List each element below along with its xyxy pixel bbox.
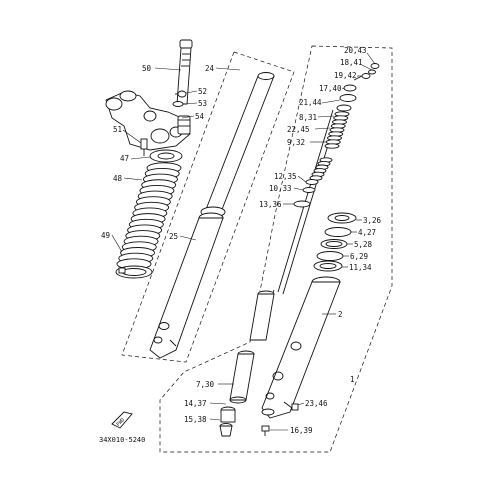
- label-21-44: 21,44: [299, 98, 322, 107]
- drain-bolt: [261, 425, 270, 436]
- rod-collars: [293, 179, 319, 208]
- part-labels: 50 24 52 53 54 51 47 48 49 25 20,43 18,4…: [101, 46, 382, 435]
- label-15-38: 15,38: [184, 415, 207, 424]
- fwd-badge-text: FWD: [115, 417, 126, 428]
- label-19-42: 19,42: [334, 71, 357, 80]
- label-9-32: 9,32: [287, 138, 305, 147]
- label-51: 51: [113, 125, 122, 134]
- label-48: 48: [113, 174, 123, 183]
- label-47: 47: [120, 154, 129, 163]
- label-4-27: 4,27: [358, 228, 376, 237]
- leader-lines: [111, 52, 376, 431]
- label-50: 50: [142, 64, 152, 73]
- label-17-40: 17,40: [319, 84, 342, 93]
- left-outer-tube: [149, 206, 226, 359]
- label-49: 49: [101, 231, 110, 240]
- outline-right-fork-assembly: [159, 45, 393, 453]
- bolt-51: [140, 138, 148, 156]
- label-20-43: 20,43: [344, 46, 367, 55]
- label-16-39: 16,39: [290, 426, 313, 435]
- label-12-35: 12,35: [274, 172, 297, 181]
- label-24: 24: [205, 64, 215, 73]
- label-5-28: 5,28: [354, 240, 373, 249]
- label-11-34: 11,34: [349, 263, 372, 272]
- label-8-31: 8,31: [299, 113, 317, 122]
- fork-boot: [149, 149, 183, 163]
- label-25: 25: [169, 232, 178, 241]
- handlebar-bracket: [105, 90, 191, 151]
- label-22-45: 22,45: [287, 125, 310, 134]
- label-23-46: 23,46: [305, 399, 328, 408]
- label-52: 52: [198, 87, 207, 96]
- label-13-36: 13,36: [259, 200, 282, 209]
- label-6-29: 6,29: [350, 252, 368, 261]
- right-outer-tube: [261, 276, 341, 419]
- damper-cylinder: [219, 290, 275, 437]
- label-10-33: 10,33: [269, 184, 292, 193]
- fwd-arrow-badge: FWD: [111, 411, 133, 429]
- label-7-30: 7,30: [196, 380, 215, 389]
- label-2: 2: [338, 310, 343, 319]
- label-18-41: 18,41: [340, 58, 363, 67]
- bellows-boot: [116, 162, 182, 270]
- label-14-37: 14,37: [184, 399, 207, 408]
- fork-springs: [309, 111, 350, 181]
- outline-left-fork-assembly: [121, 51, 295, 363]
- left-inner-tube: [204, 72, 275, 213]
- label-1: 1: [350, 375, 355, 384]
- label-3-26: 3,26: [363, 216, 382, 225]
- spring-coil: [324, 143, 340, 149]
- axle-bolt: [291, 403, 299, 411]
- oil-seal-stack: [313, 212, 357, 272]
- drawing-code: 34X010-5240: [99, 436, 145, 444]
- boot-clamp: [115, 265, 153, 279]
- label-53: 53: [198, 99, 207, 108]
- label-54: 54: [195, 112, 205, 121]
- clamp-hardware: [172, 90, 187, 107]
